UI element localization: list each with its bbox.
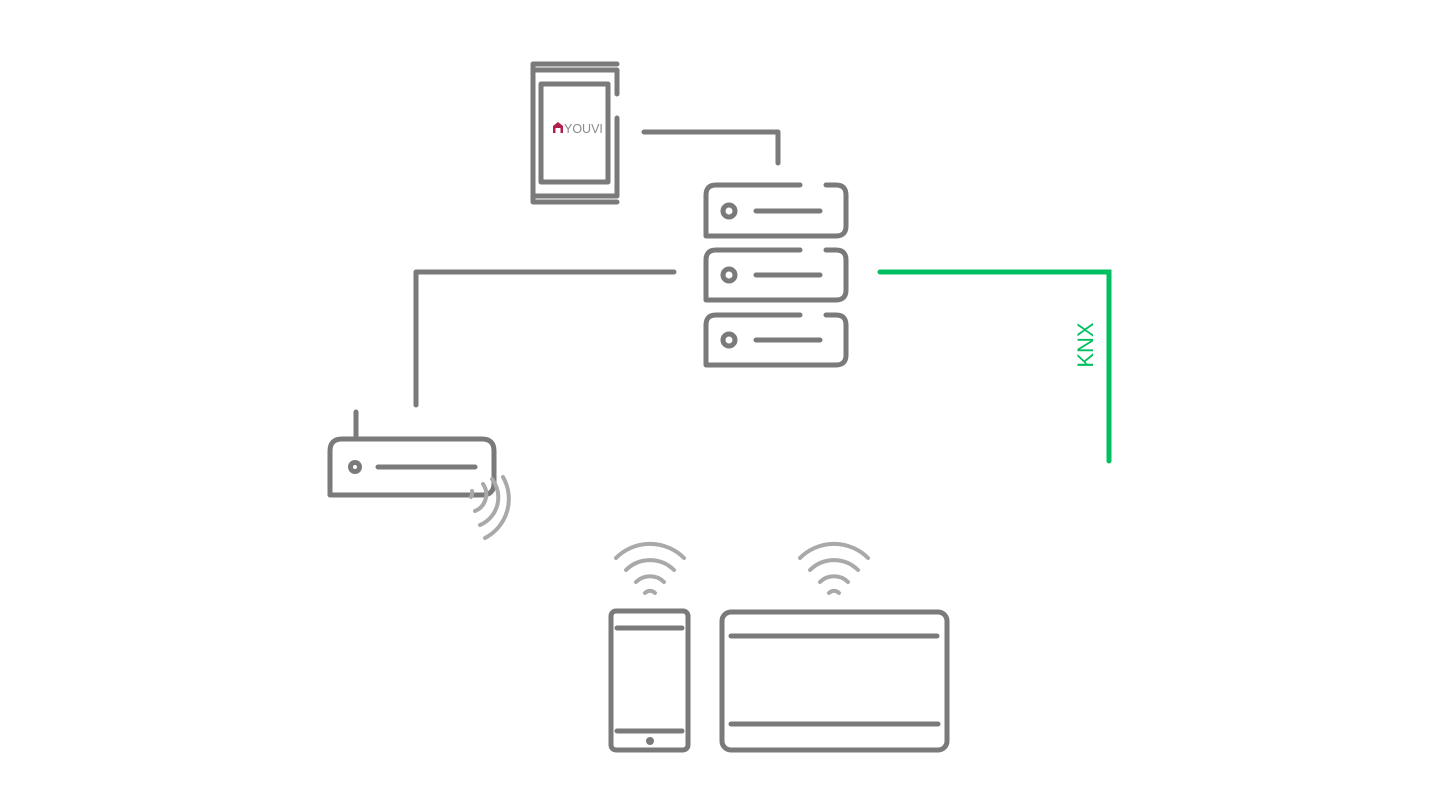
home-icon: [553, 122, 563, 133]
youvi-logo: YOUVI: [553, 122, 603, 136]
knx-bus-line: [877, 269, 1112, 464]
router-wifi-icon: [469, 475, 511, 540]
touch-panel: YOUVI: [530, 61, 620, 205]
smartphone: [608, 608, 691, 753]
wifi-icon: [798, 541, 870, 595]
server-stack: [703, 182, 849, 368]
wifi-icon: [614, 541, 686, 595]
server-router-link: [413, 269, 677, 408]
router: [327, 409, 497, 498]
server-unit: [703, 312, 849, 368]
server-unit: [703, 247, 849, 303]
server-unit: [703, 182, 849, 239]
panel-server-link: [641, 129, 781, 166]
knx-label: KNX: [1073, 322, 1098, 368]
brand-text: YOUVI: [564, 122, 603, 136]
tablet: [719, 609, 950, 753]
